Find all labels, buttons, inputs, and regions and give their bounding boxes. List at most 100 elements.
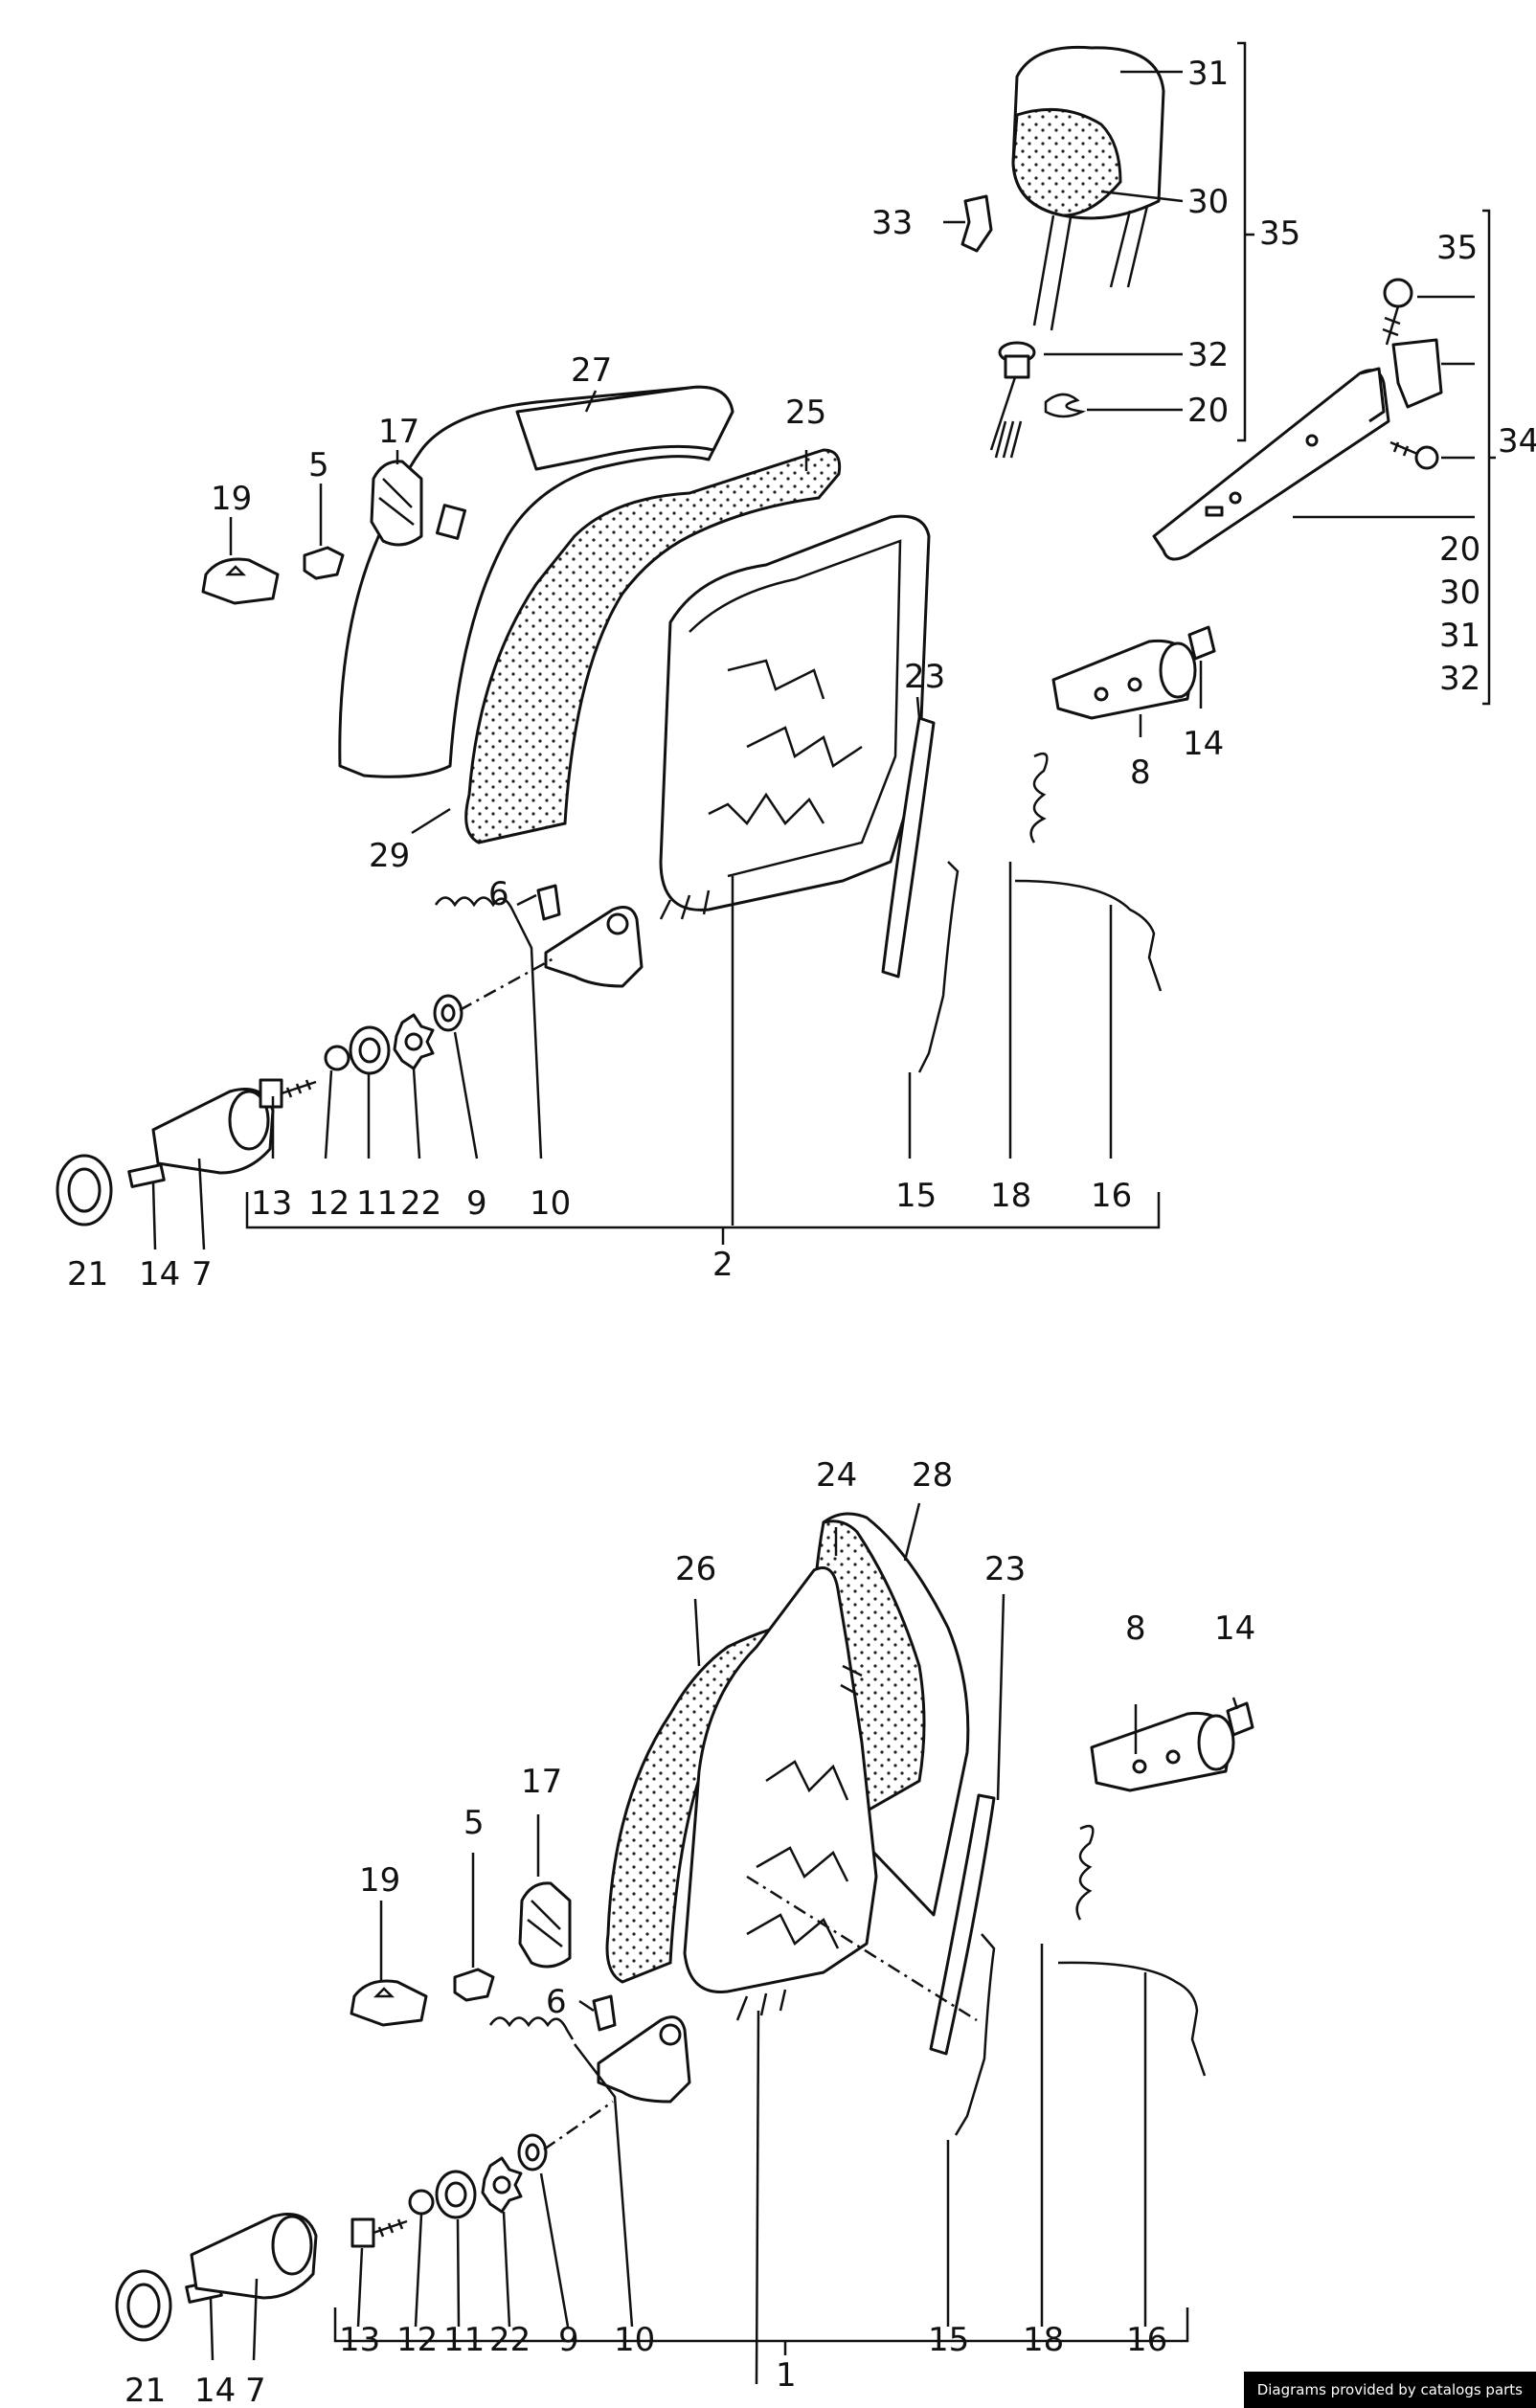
spring-clip-part	[1044, 393, 1086, 418]
star-washer-22-bottom-part	[481, 2156, 523, 2214]
credit-banner: Diagrams provided by catalogs parts	[1243, 2372, 1536, 2408]
bolt-13-bottom-part	[350, 2217, 408, 2248]
lever-7-bottom-part	[190, 2213, 318, 2300]
hinge-bracket-bottom-part	[597, 2015, 691, 2104]
callout-label: 25	[785, 394, 826, 432]
spring-18-part	[1029, 752, 1049, 844]
callout-label: 5	[308, 446, 329, 484]
bushing-11-part	[349, 1025, 391, 1075]
clip-33-part	[960, 194, 993, 253]
callout-label: 8	[1125, 1609, 1146, 1648]
callout-label: 11	[356, 1184, 397, 1223]
pivot-cap-17-bottom-part	[518, 1881, 572, 1969]
callout-label: 32	[1439, 660, 1480, 698]
clip-5-part	[303, 546, 345, 580]
pivot-cap-17-part	[370, 460, 423, 547]
callout-label: 14	[194, 2372, 236, 2408]
callout-label: 22	[400, 1184, 441, 1223]
leader-lines-top	[151, 41, 1496, 1250]
callout-label: 22	[489, 2321, 531, 2359]
callout-label: 16	[1126, 2321, 1167, 2359]
callout-label: 6	[546, 1983, 567, 2021]
assembly-axis-line	[459, 956, 556, 1012]
callout-label: 13	[339, 2321, 380, 2359]
bottom-assembly: 24 28 26 23 8 14 17 5 19 6 13 12 11 22 9…	[115, 1456, 1255, 2408]
cap-19-bottom-part	[350, 1979, 428, 2027]
backrest-frame-1-part	[683, 1566, 878, 2021]
callout-label: 21	[124, 2372, 166, 2408]
callout-label: 23	[984, 1550, 1026, 1588]
top-assembly: 31 30 35 33 32 20 35 34 20 30 31 32 27 2…	[56, 41, 1536, 1294]
rod-15-part	[917, 861, 960, 1073]
callout-label: 16	[1091, 1177, 1132, 1215]
callout-label: 13	[251, 1184, 292, 1223]
lever-8-part	[1051, 639, 1197, 720]
washer-12-bottom-part	[408, 2189, 435, 2216]
strip-23-bottom-part	[929, 1793, 996, 2056]
knob-21-bottom-part	[115, 2269, 172, 2342]
ring-9-part	[433, 994, 463, 1032]
callout-label: 6	[488, 875, 509, 913]
rod-15-bottom-part	[954, 1933, 996, 2136]
callout-label: 31	[1439, 617, 1480, 655]
callout-label: 9	[466, 1184, 487, 1223]
cable-16-part	[1014, 879, 1163, 992]
axis-line-bottom-right	[746, 1875, 978, 2022]
callout-label: 14	[1214, 1609, 1255, 1648]
headrest-guide-part	[989, 341, 1036, 459]
callout-label: 32	[1187, 336, 1229, 374]
callout-label: 17	[521, 1763, 562, 1801]
callout-label: 30	[1187, 183, 1229, 221]
callout-label: 11	[443, 2321, 485, 2359]
callout-label: 7	[192, 1255, 213, 1294]
assembly-axis-line-bottom	[543, 2100, 614, 2151]
knob-21-part	[56, 1154, 113, 1227]
star-washer-22-part	[393, 1013, 435, 1070]
callout-label: 12	[396, 2321, 438, 2359]
backrest-cover-part	[338, 385, 734, 778]
spring-18-bottom-part	[1075, 1824, 1095, 1921]
callout-label: 15	[895, 1177, 937, 1215]
pin-14-right-bottom-part	[1226, 1701, 1254, 1737]
clip-6-part	[536, 884, 561, 921]
callout-label: 17	[378, 413, 419, 451]
lever-8-bottom-part	[1090, 1711, 1235, 1792]
callout-label: 5	[463, 1804, 485, 1842]
callout-label: 27	[571, 351, 612, 390]
callout-label: 23	[904, 658, 945, 696]
callout-label: 10	[614, 2321, 655, 2359]
callout-label: 8	[1130, 754, 1151, 792]
callouts-bottom: 24 28 26 23 8 14 17 5 19 6 13 12 11 22 9…	[124, 1456, 1255, 2408]
callout-label: 18	[1023, 2321, 1064, 2359]
callout-label: 24	[816, 1456, 857, 1495]
callout-label: 10	[530, 1184, 571, 1223]
backrest-frame-part	[659, 514, 931, 920]
callout-label: 35	[1436, 229, 1478, 267]
callout-label: 18	[990, 1177, 1031, 1215]
hinge-bracket-part	[544, 906, 644, 988]
cross-tube-part	[1152, 367, 1390, 561]
callout-label: 14	[1183, 725, 1224, 763]
ring-9-bottom-part	[517, 2133, 548, 2172]
pin-14-left-part	[127, 1163, 166, 1188]
callout-label: 14	[139, 1255, 180, 1294]
leader-lines-bottom	[209, 1502, 1239, 2385]
callout-label: 26	[675, 1550, 716, 1588]
callout-label: 12	[308, 1184, 350, 1223]
callout-label: 20	[1439, 530, 1480, 569]
callout-label: 33	[871, 204, 913, 242]
callout-label: 31	[1187, 55, 1229, 93]
callout-label: 30	[1439, 574, 1480, 612]
callout-label: 1	[776, 2356, 797, 2395]
foam-pad-part	[464, 448, 842, 844]
spring-10-part	[434, 896, 519, 920]
callout-label: 9	[558, 2321, 579, 2359]
pin-14-right-part	[1187, 625, 1216, 661]
bolt-13-part	[259, 1078, 317, 1109]
strip-23-part	[881, 716, 936, 979]
tube-fasteners-part	[1382, 278, 1443, 470]
callout-label: 28	[912, 1456, 953, 1495]
spring-10-bottom-part	[488, 2016, 575, 2040]
callout-label: 20	[1187, 392, 1229, 430]
